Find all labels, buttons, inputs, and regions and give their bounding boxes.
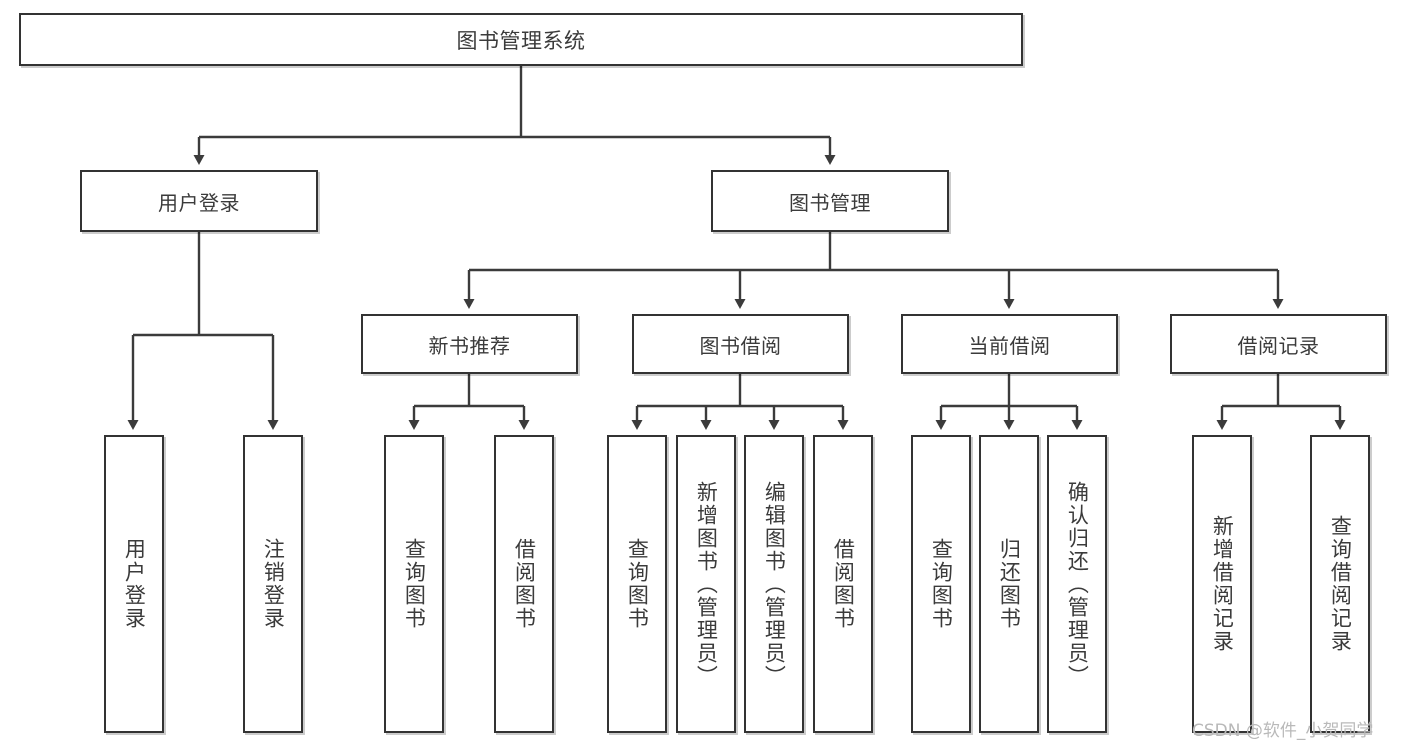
node-leaf-add-record[interactable]: 新增借阅记录 (1192, 435, 1252, 733)
node-leaf-edit-book-label: 编辑图书（管理员） (762, 480, 787, 688)
csdn-watermark: CSDN @软件_小贺同学 (1192, 721, 1374, 741)
node-leaf-borrow-book-2[interactable]: 借阅图书 (813, 435, 873, 733)
node-new-book-recommend[interactable]: 新书推荐 (361, 314, 578, 374)
node-leaf-borrow-book-1-label: 借阅图书 (512, 538, 537, 630)
node-leaf-borrow-book-1[interactable]: 借阅图书 (494, 435, 554, 733)
node-user-login-label: 用户登录 (158, 190, 240, 215)
node-leaf-confirm-return[interactable]: 确认归还（管理员） (1047, 435, 1107, 733)
node-book-management[interactable]: 图书管理 (711, 170, 949, 232)
node-leaf-query-book-1-label: 查询图书 (402, 538, 427, 630)
node-leaf-return-book-label: 归还图书 (997, 538, 1022, 630)
node-leaf-query-book-3-label: 查询图书 (929, 538, 954, 630)
node-leaf-query-book-3[interactable]: 查询图书 (911, 435, 971, 733)
node-leaf-add-book[interactable]: 新增图书（管理员） (676, 435, 736, 733)
node-book-borrow[interactable]: 图书借阅 (632, 314, 849, 374)
node-leaf-edit-book[interactable]: 编辑图书（管理员） (744, 435, 804, 733)
node-leaf-confirm-return-label: 确认归还（管理员） (1065, 480, 1090, 688)
node-borrow-record[interactable]: 借阅记录 (1170, 314, 1387, 374)
node-leaf-add-book-label: 新增图书（管理员） (694, 480, 719, 688)
node-leaf-logout-login[interactable]: 注销登录 (243, 435, 303, 733)
node-leaf-query-book-2-label: 查询图书 (625, 538, 650, 630)
node-root-book-management-system[interactable]: 图书管理系统 (19, 13, 1023, 66)
node-current-borrow[interactable]: 当前借阅 (901, 314, 1118, 374)
node-leaf-borrow-book-2-label: 借阅图书 (831, 538, 856, 630)
node-leaf-add-record-label: 新增借阅记录 (1210, 515, 1235, 653)
node-book-borrow-label: 图书借阅 (699, 333, 782, 358)
node-leaf-return-book[interactable]: 归还图书 (979, 435, 1039, 733)
node-root-label: 图书管理系统 (456, 28, 586, 53)
node-user-login[interactable]: 用户登录 (80, 170, 318, 232)
node-current-borrow-label: 当前借阅 (968, 333, 1051, 358)
node-borrow-record-label: 借阅记录 (1237, 333, 1320, 358)
node-leaf-logout-login-label: 注销登录 (261, 538, 286, 630)
node-leaf-query-book-2[interactable]: 查询图书 (607, 435, 667, 733)
node-leaf-query-book-1[interactable]: 查询图书 (384, 435, 444, 733)
node-leaf-query-record[interactable]: 查询借阅记录 (1310, 435, 1370, 733)
node-leaf-query-record-label: 查询借阅记录 (1328, 515, 1353, 653)
node-leaf-user-login-label: 用户登录 (122, 538, 147, 630)
node-new-book-recommend-label: 新书推荐 (428, 333, 511, 358)
node-book-management-label: 图书管理 (789, 190, 871, 215)
node-leaf-user-login[interactable]: 用户登录 (104, 435, 164, 733)
